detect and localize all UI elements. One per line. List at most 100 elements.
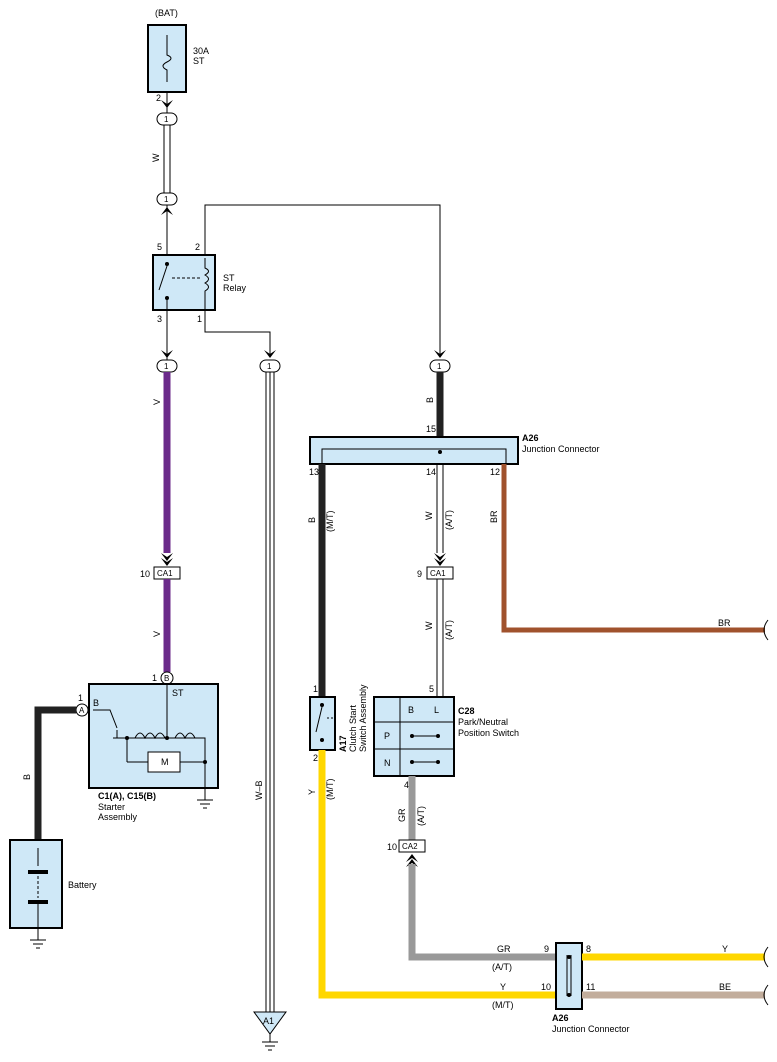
fuse-pin: 2 <box>156 93 161 103</box>
starter-term-a: A <box>79 706 85 715</box>
junction-bottom-id: A26 <box>552 1013 569 1023</box>
wire-wb-label: W–B <box>254 780 264 800</box>
connector-number: 1 <box>267 362 272 371</box>
connector-number: 1 <box>164 362 169 371</box>
connector-arrow-icon <box>161 100 173 108</box>
wire-v-label: V <box>152 399 162 405</box>
clutch-pin-2: 2 <box>313 753 318 763</box>
starter-pin-b: 1 <box>152 673 157 683</box>
relay-pin-1: 1 <box>197 314 202 324</box>
clutch-id: A17 <box>338 735 348 752</box>
connector-arrow-icon <box>434 553 446 561</box>
motor-label: M <box>161 757 169 767</box>
ground-icon <box>197 799 213 809</box>
clutch-pin-1: 1 <box>313 684 318 694</box>
relay-pin-3: 3 <box>157 314 162 324</box>
wire-w-at-variant-2: (A/T) <box>444 620 454 640</box>
wire-gr-label-2: GR <box>497 944 511 954</box>
junction-bottom-pin-10: 10 <box>541 982 551 992</box>
connector-arrow-icon <box>406 854 418 862</box>
ca1-pin-v: 10 <box>140 569 150 579</box>
junction-pin-12: 12 <box>490 467 500 477</box>
wire-y-out-label: Y <box>722 944 728 954</box>
connector-arrow-icon <box>434 350 446 358</box>
wire-b-mt-variant: (M/T) <box>325 511 335 533</box>
junction-connector-top <box>309 436 519 465</box>
wire-b-battery <box>34 706 76 840</box>
inline-connector-ca1-w <box>426 566 454 580</box>
starter-term-b: B <box>164 674 169 683</box>
wire-br-label: BR <box>489 510 499 523</box>
starter-coil-icon <box>134 732 166 740</box>
starter-label-b: B <box>93 698 99 708</box>
wire-gr-variant-2: (A/T) <box>492 962 512 972</box>
clutch-name-2: Switch Assembly <box>358 684 368 752</box>
wire-y-mt-variant-2: (M/T) <box>492 1000 514 1010</box>
ca2-pin: 10 <box>387 842 397 852</box>
wire-w-label: W <box>151 153 161 162</box>
junction-connector-bottom <box>555 942 583 1010</box>
wire-y-mt-label-2: Y <box>500 982 506 992</box>
wire-w-at-variant: (A/T) <box>444 510 454 530</box>
wire-be-out-label: BE <box>719 982 731 992</box>
junction-top-name: Junction Connector <box>522 444 600 454</box>
wire-br <box>501 464 765 633</box>
pnp-name-1: Park/Neutral <box>458 717 508 727</box>
relay-switch-icon <box>158 265 168 291</box>
wire-y-mt <box>318 750 556 999</box>
wire-y-mt-variant: (M/T) <box>325 779 335 801</box>
wire-gr-label: GR <box>397 808 407 822</box>
connector-arrow-icon <box>161 350 173 358</box>
relay-pin-5: 5 <box>157 242 162 252</box>
pnp-row-n: N <box>384 758 391 768</box>
ground-point-label: A1 <box>263 1016 274 1026</box>
ground-point-a1 <box>253 1011 287 1035</box>
wire-v-label-2: V <box>152 631 162 637</box>
wire-w-at-label-2: W <box>424 621 434 630</box>
junction-bottom-name: Junction Connector <box>552 1024 630 1034</box>
ground-icon <box>30 939 46 949</box>
wire-b-mt-label: B <box>307 517 317 523</box>
junction-bottom-pin-11: 11 <box>586 982 595 992</box>
relay-name-1: ST <box>223 273 235 283</box>
relay-name-2: Relay <box>223 283 247 293</box>
junction-bottom-pin-8: 8 <box>586 944 591 954</box>
pnp-row-p: P <box>384 731 390 741</box>
pnp-col-l: L <box>434 705 439 715</box>
wire-relay-coil <box>204 204 441 355</box>
fuse-icon <box>162 35 172 82</box>
ca1-label-w: CA1 <box>430 569 446 578</box>
inline-connector-ca2 <box>398 839 426 853</box>
pnp-pin-5: 5 <box>429 684 434 694</box>
wire-continue-icon <box>763 619 769 641</box>
pnp-id: C28 <box>458 706 475 716</box>
starter-id: C1(A), C15(B) <box>98 791 156 801</box>
junction-pin-15: 15 <box>426 424 436 434</box>
battery-name: Battery <box>68 880 97 890</box>
pnp-contacts-icon <box>410 734 440 764</box>
fuse-source-label: (BAT) <box>155 8 178 18</box>
junction-pin-14: 14 <box>426 467 436 477</box>
ca2-label: CA2 <box>402 842 418 851</box>
connector-arrow-icon <box>264 350 276 358</box>
junction-pin-13: 13 <box>309 467 319 477</box>
fuse-name: ST <box>193 56 205 66</box>
ground-icon <box>262 1034 278 1051</box>
wire-w-at-label: W <box>424 511 434 520</box>
pnp-pin-4: 4 <box>404 780 409 790</box>
wire-b-label: B <box>22 774 32 780</box>
connector-oval <box>156 112 178 126</box>
wire-y-mt-label: Y <box>307 789 317 795</box>
relay-coil-icon <box>203 258 209 310</box>
starter-pin-a: 1 <box>78 693 83 703</box>
battery-box <box>9 839 63 929</box>
connector-number: 1 <box>437 362 442 371</box>
clutch-name-1: Clutch Start <box>348 704 358 752</box>
connector-arrow-icon <box>161 553 173 561</box>
wire-b-label-top: B <box>425 397 435 403</box>
wire-continue-icon <box>763 946 769 968</box>
wire-continue-icon <box>763 984 769 1006</box>
fuse-rating: 30A <box>193 46 209 56</box>
starter-name-1: Starter <box>98 802 125 812</box>
